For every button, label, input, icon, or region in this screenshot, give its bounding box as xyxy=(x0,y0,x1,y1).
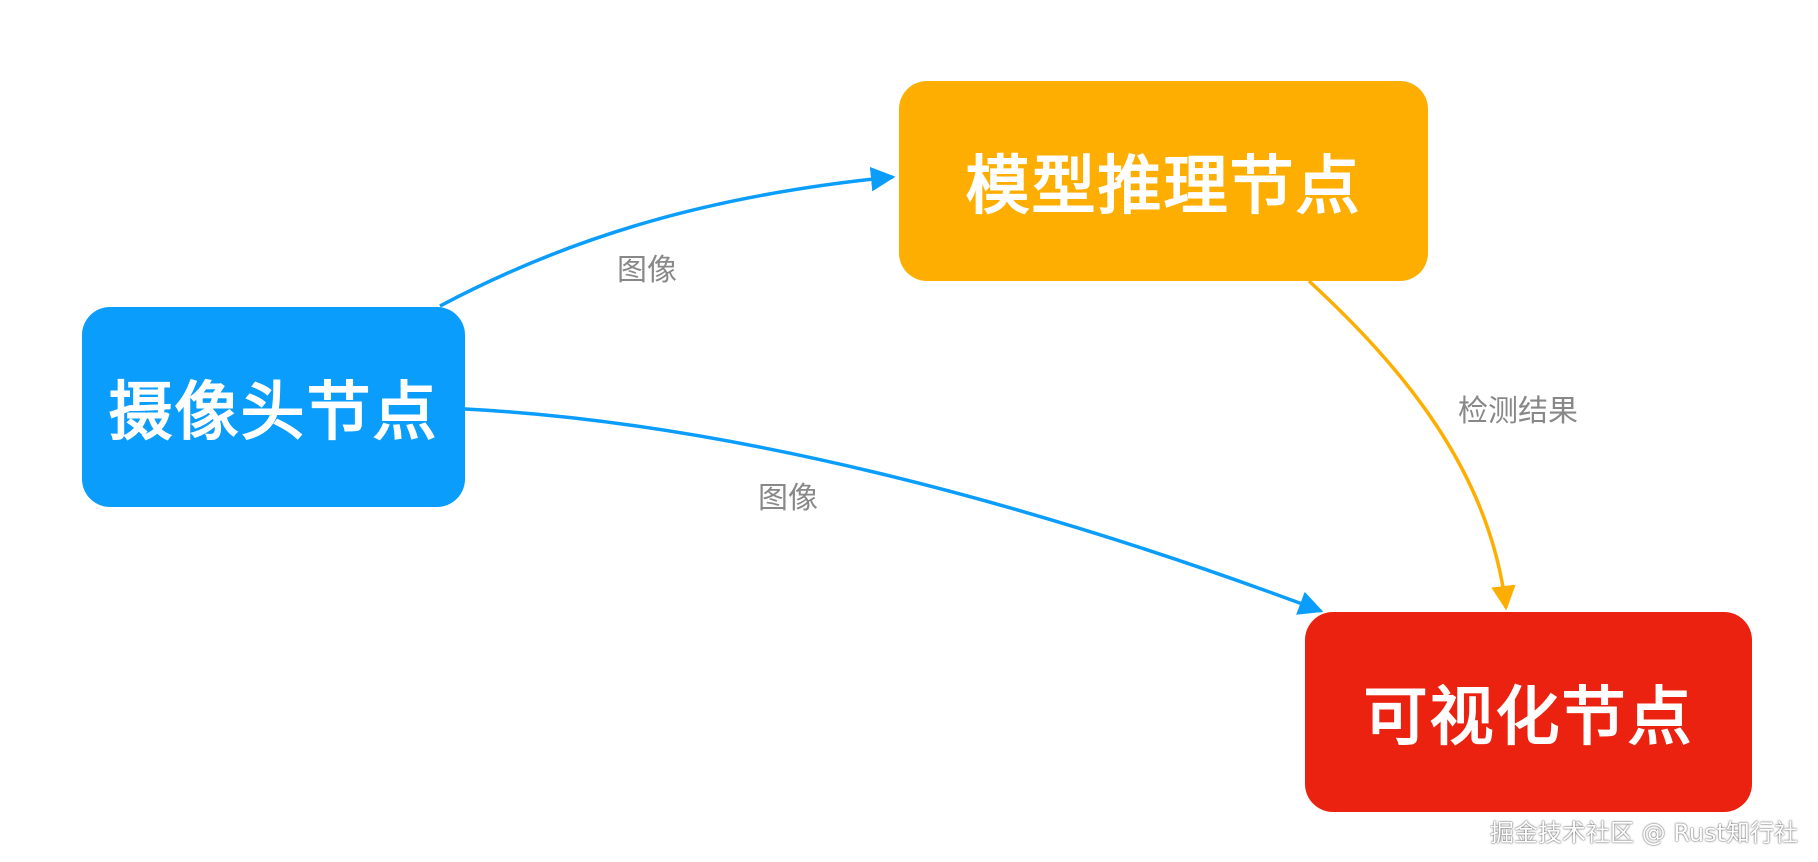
watermark-text: 掘金技术社区 @ Rust知行社 xyxy=(1490,819,1798,847)
edge-model-to-visualization xyxy=(1307,279,1516,611)
edge-camera-to-model xyxy=(439,166,896,308)
edge-label-detection-results: 检测结果 xyxy=(1458,394,1578,429)
node-model-inference: 模型推理节点 xyxy=(899,81,1428,281)
node-camera: 摄像头节点 xyxy=(82,307,465,507)
edge-camera-to-visualization xyxy=(464,407,1324,615)
edge-label-image-to-visualization: 图像 xyxy=(758,481,818,516)
edge-label-image-to-model: 图像 xyxy=(617,253,677,288)
node-visualization: 可视化节点 xyxy=(1305,612,1752,812)
